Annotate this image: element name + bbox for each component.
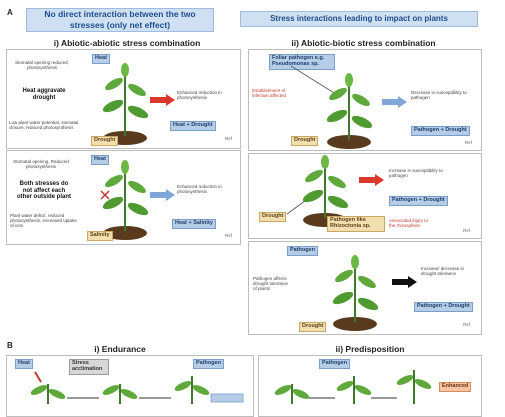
panel-endurance: Heat Stress acclimation Pathogen (6, 355, 254, 417)
stress-acclimation-tag: Stress acclimation (69, 359, 109, 375)
result-reduction-photosynthesis: Enhanced reduction in photosynthesis (177, 90, 222, 101)
heat-aggravate-drought: Heat aggravate drought (22, 88, 66, 101)
ref-1: Ref (225, 136, 233, 141)
note-establishment-infection: Establishment of infection affected (252, 88, 286, 99)
foliar-pathogen-tag: Foliar pathogen e.g. Pseudomonas sp. (269, 54, 335, 70)
note-stomatal-opening: Stomatal opening reduced, photosynthesis (15, 60, 69, 71)
subtitle-abiotic-biotic: ii) Abiotic-biotic stress combination (291, 38, 436, 48)
result-decrease-susceptibility: Decrease in susceptibility to pathogen (411, 90, 467, 101)
panel-foliar-pathogen-drought: Foliar pathogen e.g. Pseudomonas sp. Est… (248, 49, 482, 151)
result-reduction-photosynthesis-2: Enhanced reduction in photosynthesis (177, 184, 222, 195)
section-label-a: A (7, 8, 13, 17)
combo-pathogen-drought-4-label: Pathogen + Drought (392, 197, 445, 203)
heat-tag-2: Heat (91, 155, 109, 165)
note-rhizosphere-injury: Associated injury to the rhizosphere (389, 218, 429, 229)
note-stomatal-opening-2: Stomatal opening, Reduced photosynthesis (13, 159, 69, 170)
heat-tag: Heat (92, 54, 110, 64)
ref-4: Ref (463, 228, 471, 233)
heat-tag-b: Heat (15, 359, 33, 369)
note-low-water-potential: Low plant water potential, stomatal clos… (9, 120, 79, 131)
combo-pathogen-drought-3-label: Pathogen + Drought (414, 127, 467, 133)
combo-heat-salinity: Heat + Salinity (172, 219, 216, 229)
enhanced-tag: Enhanced (439, 382, 472, 392)
predisposition-plants (274, 370, 432, 404)
panel-heat-drought: Heat Stomatal opening reduced, photosynt… (6, 49, 241, 149)
combo-pathogen-drought-4: Pathogen + Drought (389, 196, 448, 206)
black-arrow-5 (392, 276, 417, 288)
combo-pathogen-drought-5-label: Pathogen + Drought (417, 303, 470, 309)
header-no-interaction: No direct interaction between the two st… (26, 8, 214, 32)
rhizoctonia-tag: Pathogen like Rhizoctonia sp. (327, 216, 385, 232)
drought-tag: Drought (91, 136, 119, 146)
salinity-tag: Salinity (87, 231, 113, 241)
subtitle-endurance: i) Endurance (94, 344, 146, 354)
pathogen-tag-b: Pathogen (193, 359, 225, 369)
subtitle-predisposition: ii) Predisposition (335, 344, 405, 354)
red-arrow-4 (359, 174, 384, 186)
endurance-plants (30, 371, 244, 404)
drought-tag-5: Drought (299, 322, 327, 332)
ref-5: Ref (463, 322, 471, 327)
red-arrow-1 (150, 94, 175, 106)
combo-pathogen-drought-5: Pathogen + Drought (414, 302, 473, 312)
panel-predisposition: Pathogen Enhanced (258, 355, 482, 417)
plant-2 (100, 160, 149, 240)
header-stress-interactions: Stress interactions leading to impact on… (240, 11, 478, 27)
panel-pathogen-drought-tolerance: Pathogen Pathogen affects drought tolera… (248, 241, 482, 335)
result-drought-tolerance: Increase/ decrease in drought tolerance (421, 266, 465, 277)
drought-tag-3: Drought (291, 136, 319, 146)
section-label-b: B (7, 341, 13, 350)
stresses-do-not-affect: Both stresses do not affect each other o… (17, 181, 71, 201)
panel-rhizoctonia-drought: Drought Pathogen like Rhizoctonia sp. As… (248, 153, 482, 239)
combo-heat-salinity-label: Heat + Salinity (175, 220, 213, 226)
pathogen-tag-5: Pathogen (287, 246, 319, 256)
panel-heat-salinity: Heat Stomatal opening, Reduced photosynt… (6, 150, 241, 245)
combo-heat-drought-label: Heat + Drought (173, 122, 213, 128)
blue-arrow-3 (382, 96, 407, 108)
combo-pathogen-drought-3: Pathogen + Drought (411, 126, 470, 136)
plant-3 (290, 65, 373, 149)
pathogen-tag-b2: Pathogen (319, 359, 351, 369)
drought-tag-4: Drought (259, 212, 287, 222)
subtitle-abiotic-abiotic: i) Abiotic-abiotic stress combination (53, 38, 201, 48)
ref-2: Ref (225, 233, 233, 238)
ref-3: Ref (465, 140, 473, 145)
combo-heat-drought: Heat + Drought (170, 121, 216, 131)
result-increase-susceptibility: Increase in susceptibility to pathogen (389, 168, 443, 179)
note-pathogen-affects-tolerance: Pathogen affects drought tolerance of pl… (253, 276, 289, 292)
blue-arrow-2 (150, 189, 175, 201)
note-plant-water-deficit: Plant water deficit, reduced photosynthe… (10, 213, 77, 229)
plant-5 (332, 255, 379, 331)
